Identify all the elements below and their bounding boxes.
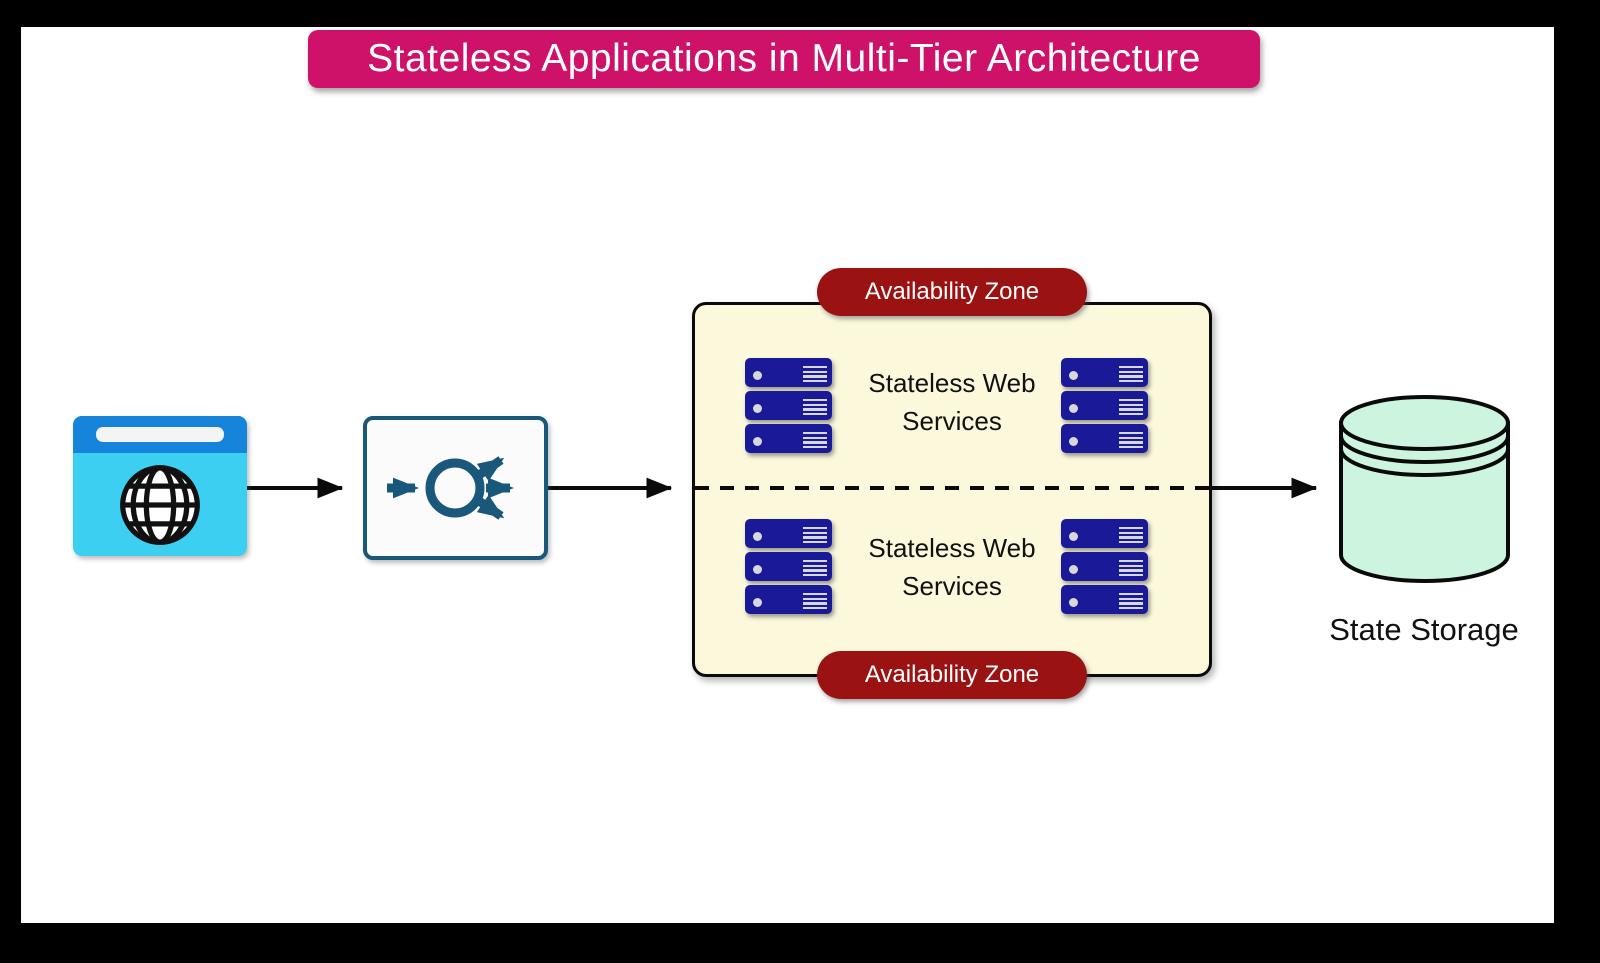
availability-zone-badge-top-label: Availability Zone (864, 278, 1040, 305)
tier-label-bottom: Stateless Web Services (868, 533, 1036, 601)
tier-label-top: Stateless Web Services (868, 368, 1036, 436)
globe-icon (120, 464, 200, 545)
browser-titlebar (73, 416, 247, 453)
availability-zone-badge-bottom-label: Availability Zone (864, 661, 1040, 688)
availability-zone-badge-top: Availability Zone (817, 268, 1087, 316)
server-stack-icon (1061, 519, 1148, 614)
server-icon (745, 358, 832, 387)
server-icon (745, 424, 832, 453)
server-icon (1061, 519, 1148, 548)
server-icon (745, 391, 832, 420)
server-icon (745, 552, 832, 581)
database-icon (1339, 395, 1510, 583)
server-stack-icon (1061, 358, 1148, 453)
server-icon (1061, 424, 1148, 453)
server-stack-icon (745, 358, 832, 453)
diagram-canvas: Stateless Applications in Multi-Tier Arc… (21, 27, 1554, 923)
title-banner: Stateless Applications in Multi-Tier Arc… (308, 30, 1260, 88)
browser-icon (73, 416, 247, 556)
server-icon (1061, 552, 1148, 581)
browser-address-bar (96, 427, 224, 442)
server-icon (745, 585, 832, 614)
server-icon (1061, 391, 1148, 420)
load-balancer-glyph (387, 456, 514, 520)
server-stack-icon (745, 519, 832, 614)
state-storage-label: State Storage (1329, 612, 1519, 647)
availability-zone-badge-bottom: Availability Zone (817, 651, 1087, 699)
browser-viewport (73, 453, 247, 556)
page-title: Stateless Applications in Multi-Tier Arc… (367, 37, 1201, 80)
load-balancer-icon (363, 416, 548, 560)
server-icon (1061, 358, 1148, 387)
server-icon (745, 519, 832, 548)
server-icon (1061, 585, 1148, 614)
